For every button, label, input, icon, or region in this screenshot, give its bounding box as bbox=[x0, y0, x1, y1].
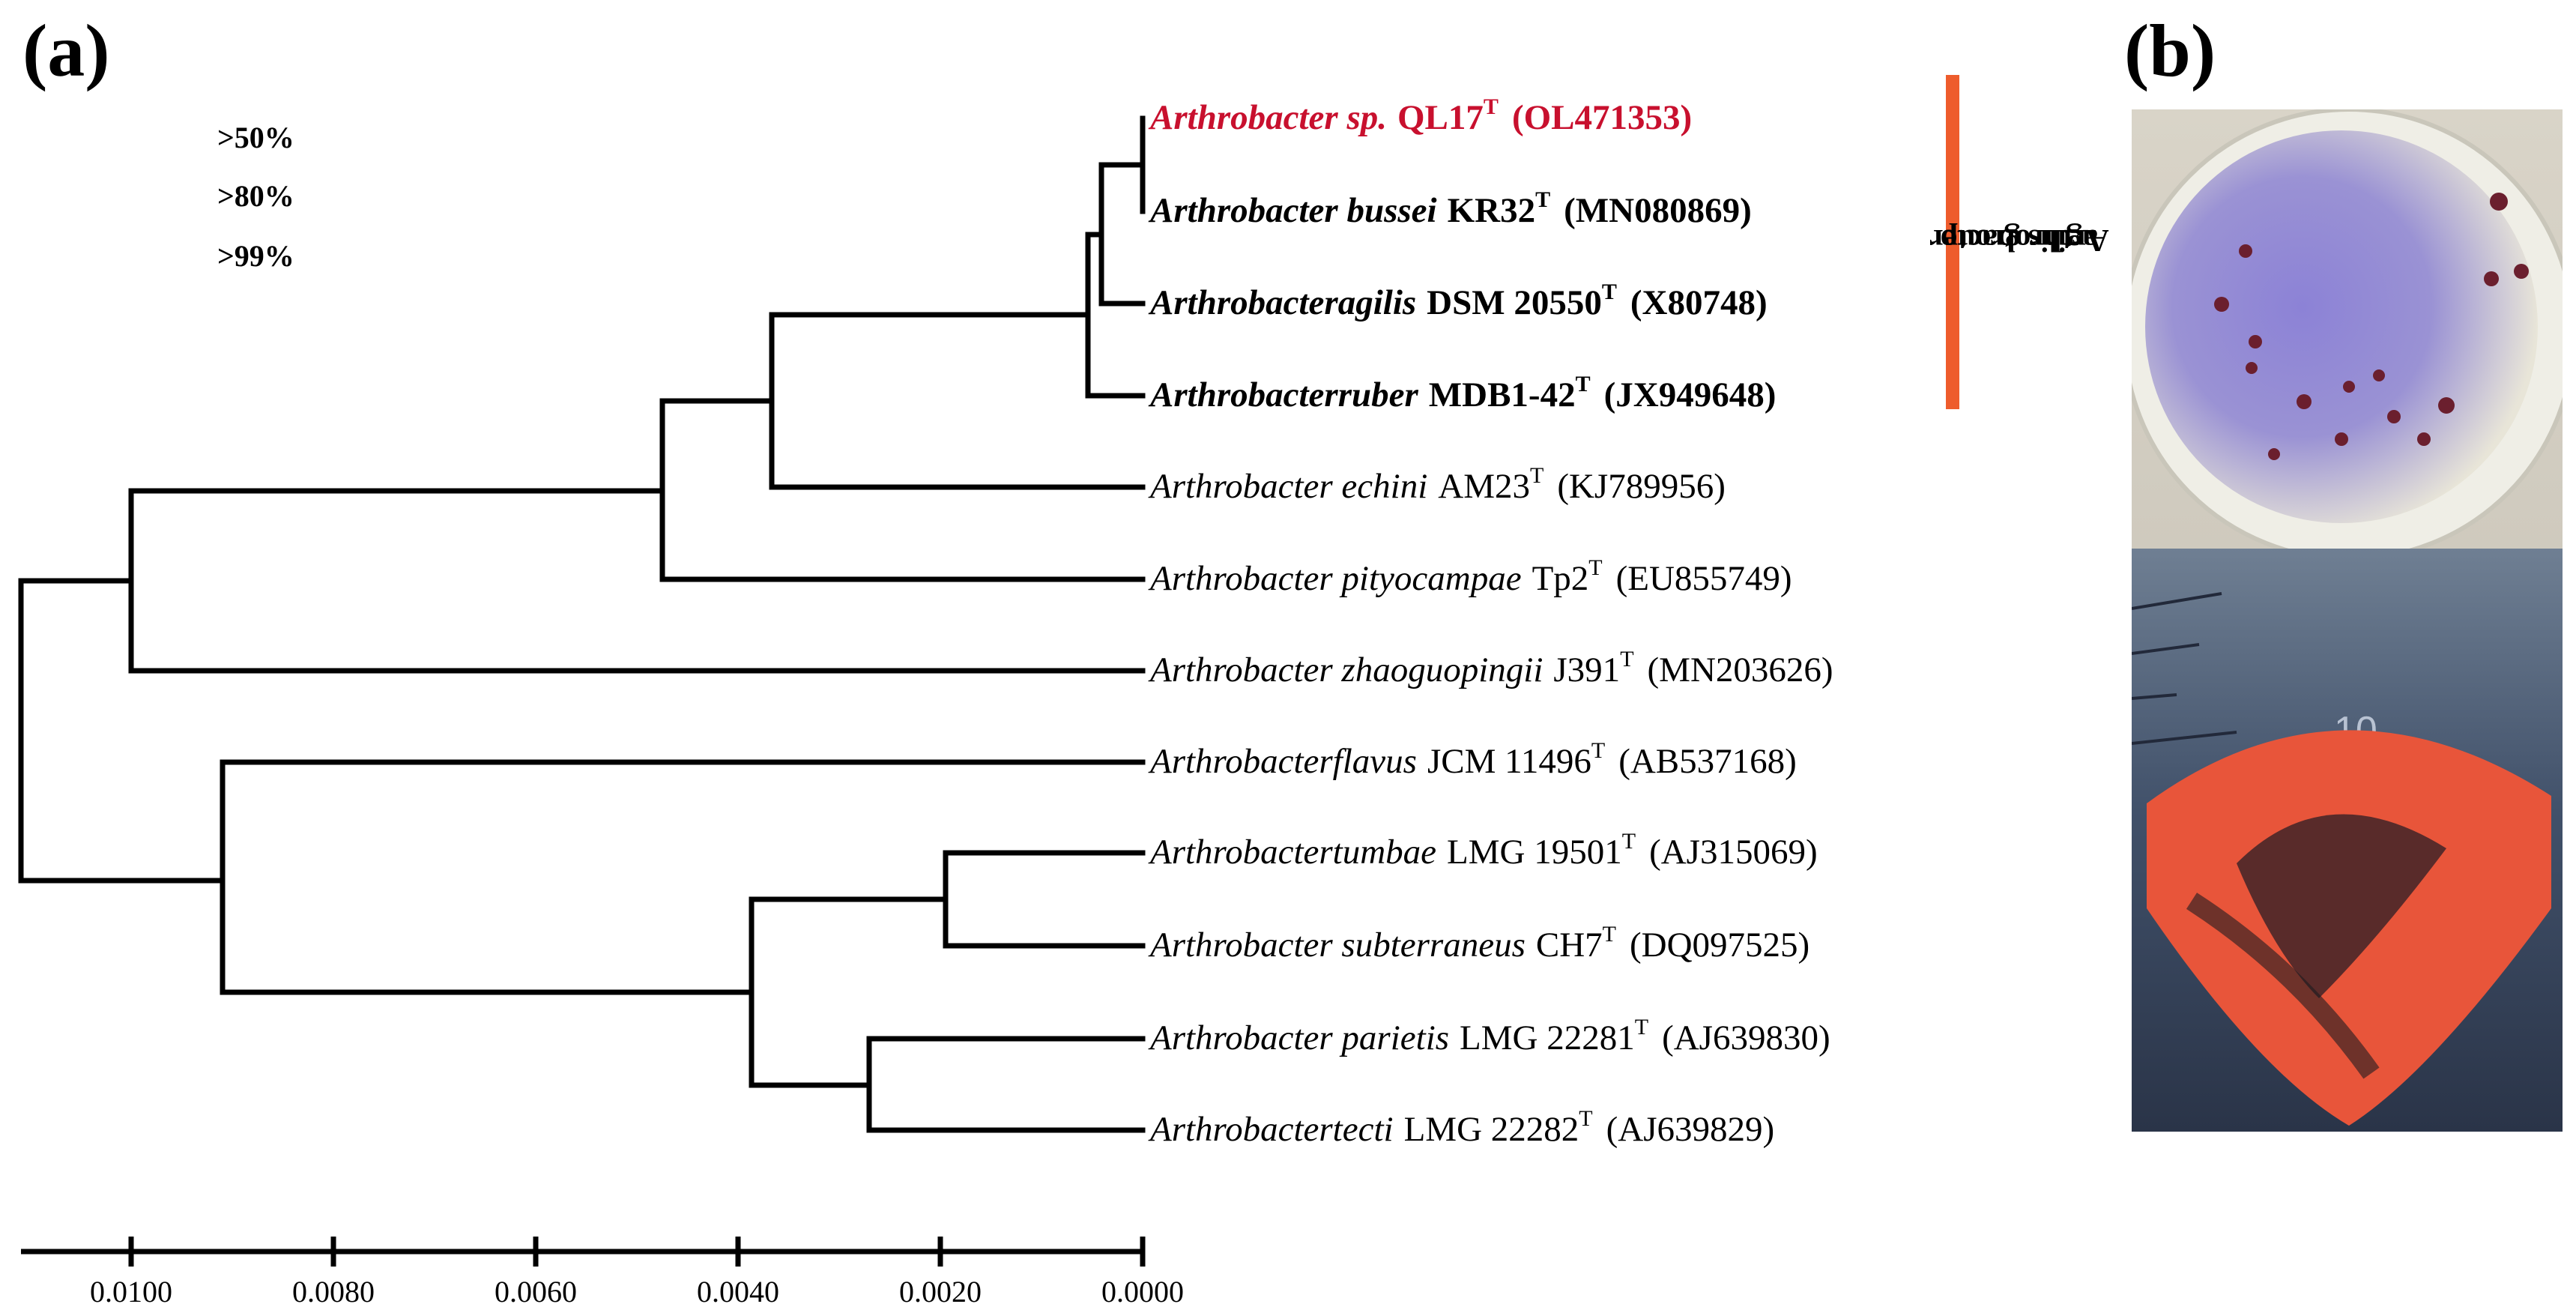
scale-tick-label: 0.0020 bbox=[899, 1275, 982, 1309]
scale-tick-label: 0.0000 bbox=[1101, 1275, 1184, 1309]
scale-tick-label: 0.0080 bbox=[292, 1275, 375, 1309]
support-legend-80: >80% bbox=[217, 179, 294, 213]
taxon-label-ql17: Arthrobacter sp.QL17T(OL471353) bbox=[1150, 94, 1693, 137]
support-legend-50: >50% bbox=[217, 121, 294, 154]
scale-bar bbox=[21, 1237, 1146, 1267]
panel-label-b: (b) bbox=[2124, 9, 2216, 92]
support-legend-99: >99% bbox=[217, 239, 294, 273]
centrifuge-tube-photo: 10 bbox=[2132, 549, 2563, 1132]
agar-plate-photo bbox=[2132, 109, 2563, 549]
scale-tick-label: 0.0060 bbox=[495, 1275, 577, 1309]
panel-label-a: (a) bbox=[22, 9, 110, 92]
scale-tick-label: 0.0040 bbox=[697, 1275, 779, 1309]
scale-tick-label: 0.0100 bbox=[90, 1275, 172, 1309]
agilis-group-bar bbox=[1946, 75, 1959, 409]
